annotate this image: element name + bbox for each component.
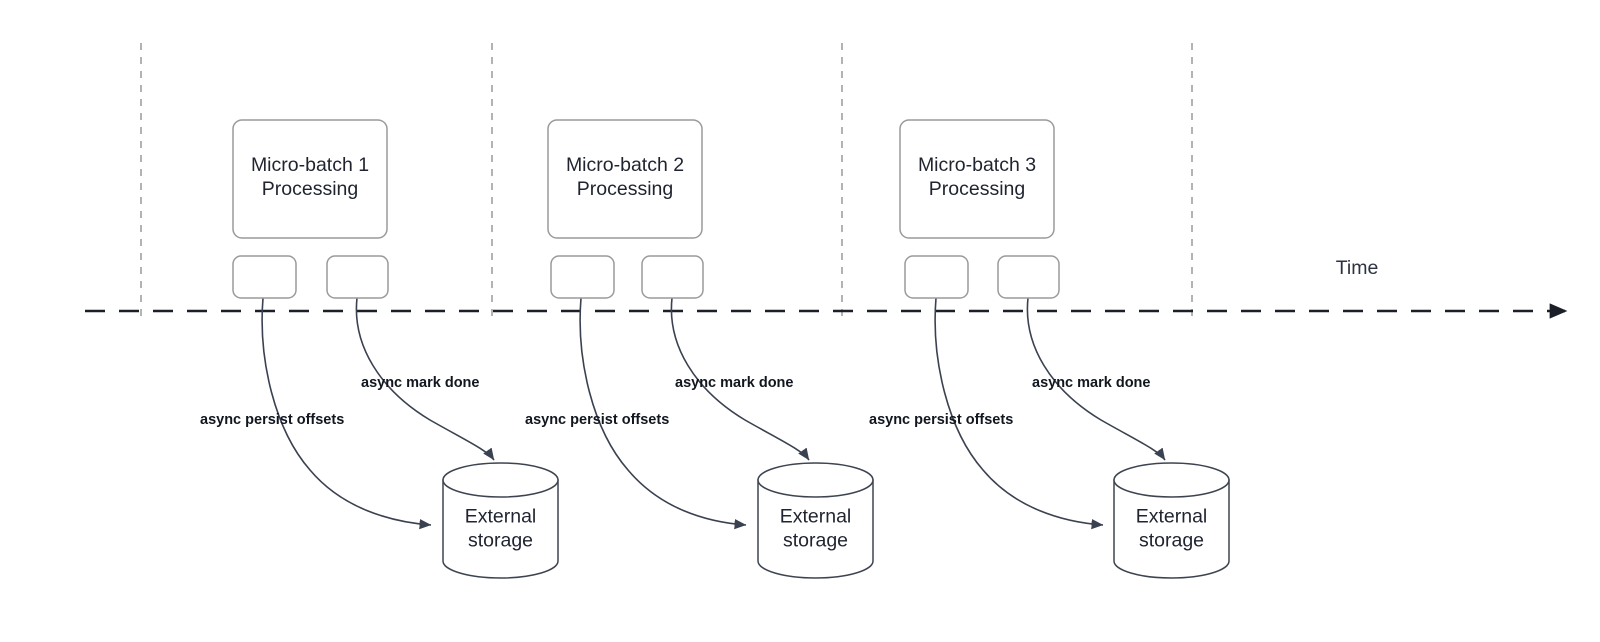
time-axis-label: Time — [1336, 257, 1379, 279]
cylinder-label-line1: External — [1136, 506, 1208, 528]
async-persist-offsets-edge — [934, 297, 1104, 530]
box-label-line1: Micro-batch 1 — [251, 154, 369, 176]
cylinder-body — [442, 479, 559, 579]
async-persist-offsets-edge-label: async persist offsets — [525, 412, 669, 428]
box-shape — [232, 119, 388, 239]
cylinder-top — [1113, 462, 1230, 498]
box-label-line2: Processing — [577, 178, 673, 200]
async-mark-done-edge — [1026, 297, 1166, 461]
async-persist-offsets-edge — [261, 297, 432, 530]
cylinder-top — [757, 462, 874, 498]
edges-layer — [261, 297, 1166, 530]
async-persist-offsets-edge-label: async persist offsets — [200, 412, 344, 428]
async-mark-done-edge-label: async mark done — [675, 375, 793, 391]
async-mark-done-edge — [670, 297, 810, 461]
async-mark-done-edge-label: async mark done — [1032, 375, 1150, 391]
cylinder-label-line1: External — [465, 506, 537, 528]
micro-batch-1-persist-offsets-task[interactable] — [232, 255, 297, 299]
cylinder-top — [442, 462, 559, 498]
micro-batch-3-persist-offsets-task[interactable] — [904, 255, 969, 299]
micro-batch-2-mark-done-task[interactable] — [641, 255, 704, 299]
cylinder-body — [757, 479, 874, 579]
box-label-line1: Micro-batch 3 — [918, 154, 1036, 176]
cylinder-label-line2: storage — [1139, 530, 1204, 552]
nodes-layer: Micro-batch 1ProcessingExternalstorageMi… — [232, 119, 1230, 579]
box-shape — [899, 119, 1055, 239]
micro-batch-1-mark-done-task[interactable] — [326, 255, 389, 299]
box-shape — [547, 119, 703, 239]
cylinder-label-line2: storage — [468, 530, 533, 552]
micro-batch-2-persist-offsets-task[interactable] — [550, 255, 615, 299]
async-mark-done-edge-label: async mark done — [361, 375, 479, 391]
cylinder-body — [1113, 479, 1230, 579]
box-label-line2: Processing — [929, 178, 1025, 200]
cylinder-label-line2: storage — [783, 530, 848, 552]
edge-labels-layer: async persist offsets async mark done asyn… — [200, 375, 1150, 428]
cylinder-label-line1: External — [780, 506, 852, 528]
box-label-line1: Micro-batch 2 — [566, 154, 684, 176]
micro-batch-3-mark-done-task[interactable] — [997, 255, 1060, 299]
box-label-line2: Processing — [262, 178, 358, 200]
async-persist-offsets-edge-label: async persist offsets — [869, 412, 1013, 428]
async-mark-done-edge — [355, 297, 495, 461]
async-persist-offsets-edge — [579, 297, 747, 530]
timeline-boundary-markers — [140, 43, 1193, 322]
